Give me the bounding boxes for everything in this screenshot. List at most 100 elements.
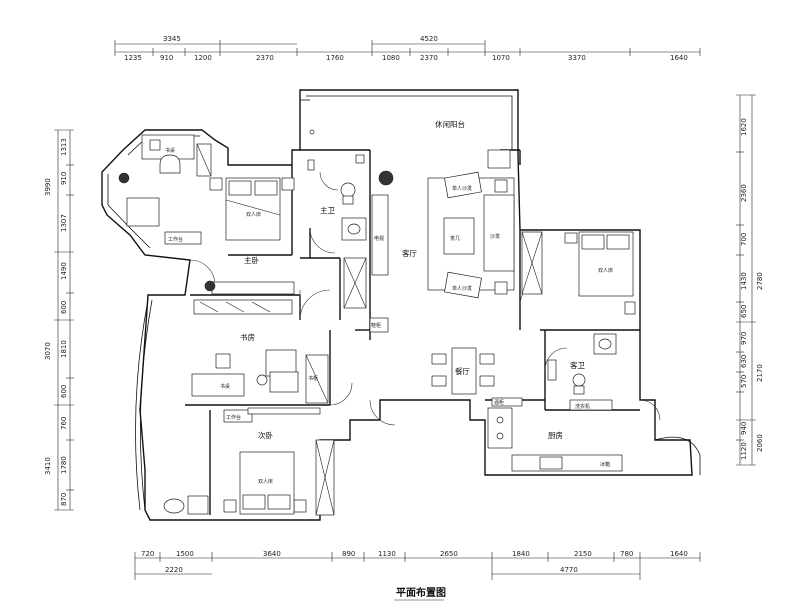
room-label-leisure-balcony: 休闲阳台 [435, 119, 465, 129]
dim-left-2: 1313 [60, 138, 68, 156]
dim-top-1: 1235 [124, 54, 142, 62]
dim-bottom-3: 3640 [263, 550, 281, 558]
plant-icon [118, 172, 130, 184]
dim-top-4: 2370 [256, 54, 274, 62]
dining-furniture: 酒柜 [431, 347, 523, 407]
tv-cabinet [371, 194, 389, 276]
room-label-second-bedroom: 次卧 [258, 430, 273, 440]
wine-cabinet-label: 酒柜 [494, 399, 504, 406]
dim-left-3: 910 [60, 172, 68, 185]
dim-right-11: 940 [740, 422, 748, 435]
room-label-kitchen: 厨房 [548, 430, 563, 440]
dim-bottom-9: 780 [620, 550, 633, 558]
right-dimensions: 1620 2360 700 1430 650 2780 970 630 570 … [736, 94, 764, 466]
workbench2-label: 工作台 [226, 414, 241, 421]
dim-left-9: 600 [60, 385, 68, 398]
coffee-table [443, 217, 475, 255]
sofa [483, 194, 515, 272]
dim-top-outer-2: 4520 [420, 35, 438, 43]
toilet [340, 182, 356, 198]
dim-left-5: 1490 [60, 262, 68, 280]
walls [101, 89, 701, 521]
dim-bottom-7: 1840 [512, 550, 530, 558]
coffee-table-label: 茶几 [450, 235, 460, 242]
dim-top-2: 910 [160, 54, 173, 62]
sofa-single-label: 单人沙发 [452, 185, 472, 192]
dim-right-13: 2060 [756, 434, 764, 452]
dim-right-2: 2360 [740, 184, 748, 202]
kitchen-counter-left [487, 407, 513, 449]
room-label-guest-bath: 客卫 [570, 360, 585, 370]
top-dimensions: 3345 4520 1235 910 1200 2370 1760 1080 2… [114, 35, 701, 62]
kitchen-furniture: 冰箱 [487, 407, 623, 472]
sofa-single2-label: 单人沙发 [452, 285, 472, 292]
dim-bottom-2: 1500 [176, 550, 194, 558]
desk-chair [159, 154, 181, 174]
dim-bottom-8: 2150 [574, 550, 592, 558]
dim-right-7: 970 [740, 332, 748, 345]
dim-left-13: 870 [60, 493, 68, 506]
guest-bath-fixtures: 洗衣机 [547, 333, 617, 411]
guest-bedroom-furniture: 双人床 [521, 231, 636, 315]
dim-top-6: 1080 [382, 54, 400, 62]
room-label-living: 客厅 [402, 248, 417, 258]
dim-top-5: 1760 [326, 54, 344, 62]
study-desk-label: 书桌 [220, 383, 230, 390]
guest-bed-label: 双人床 [598, 267, 613, 274]
room-label-dining: 餐厅 [455, 367, 470, 376]
dim-top-3: 1200 [194, 54, 212, 62]
dim-left-1: 3990 [44, 178, 52, 196]
room-label-master-bedroom: 主卧 [244, 255, 259, 265]
dim-right-4: 1430 [740, 272, 748, 290]
dim-right-9: 570 [740, 375, 748, 388]
bottom-dimensions: 720 1500 3640 890 1130 2650 1840 2150 78… [134, 550, 701, 580]
fridge-label: 冰箱 [600, 461, 610, 468]
dim-bottom-outer-2: 4770 [560, 566, 578, 574]
dim-top-outer-1: 3345 [163, 35, 181, 43]
workbench-label: 工作台 [168, 236, 183, 243]
dim-bottom-5: 1130 [378, 550, 396, 558]
dim-left-11: 760 [60, 417, 68, 430]
dim-left-4: 1307 [60, 214, 68, 232]
washing-machine [569, 399, 613, 411]
bathtub-basin [163, 498, 185, 514]
master-bed-label: 双人床 [246, 211, 261, 218]
shoe-cabinet [369, 317, 389, 333]
dim-right-8: 630 [740, 355, 748, 368]
guest-toilet [572, 373, 586, 387]
study-cabinet-label: 书柜 [308, 375, 318, 382]
study-furniture: 书桌 书柜 [191, 299, 329, 404]
room-labels: 休闲阳台 主卧 主卫 客厅 客卫 书房 餐厅 次卧 厨房 [240, 119, 585, 440]
kitchen-counter-bottom [511, 454, 623, 472]
dim-top-9: 3370 [568, 54, 586, 62]
dim-right-5: 650 [740, 305, 748, 318]
left-dimensions: 3990 1313 910 1307 1490 600 3070 1810 60… [44, 129, 74, 511]
plan-title: 平面布置图 [396, 586, 446, 599]
dim-left-8: 1810 [60, 340, 68, 358]
plant-icon-2 [204, 280, 216, 292]
room-label-study: 书房 [240, 332, 255, 342]
master-bedroom-furniture: 书桌 工作台 双人床 [118, 134, 295, 295]
armchair [126, 197, 160, 227]
dim-left-7: 3070 [44, 342, 52, 360]
desk-label: 书桌 [165, 147, 175, 154]
study-desk [191, 373, 245, 397]
study-chair [215, 353, 231, 369]
dim-right-12: 1120 [740, 442, 748, 460]
dim-bottom-6: 2650 [440, 550, 458, 558]
dim-left-12: 1780 [60, 456, 68, 474]
second-bedroom-furniture: 工作台 双人床 [163, 407, 335, 516]
armchair-top [444, 171, 482, 199]
dim-bottom-1: 720 [141, 550, 154, 558]
plant-icon-3 [378, 170, 394, 186]
wine-cabinet [491, 397, 523, 407]
sofa-label: 沙发 [490, 233, 500, 240]
dining-table [451, 347, 477, 395]
living-room-furniture: 电视 茶几 沙发 单人沙发 单人沙发 鞋柜 [369, 171, 515, 333]
dim-left-10: 3410 [44, 457, 52, 475]
dim-right-1: 1620 [740, 118, 748, 136]
dim-left-6: 600 [60, 301, 68, 314]
dim-bottom-4: 890 [342, 550, 355, 558]
armchair-bottom [444, 271, 482, 299]
